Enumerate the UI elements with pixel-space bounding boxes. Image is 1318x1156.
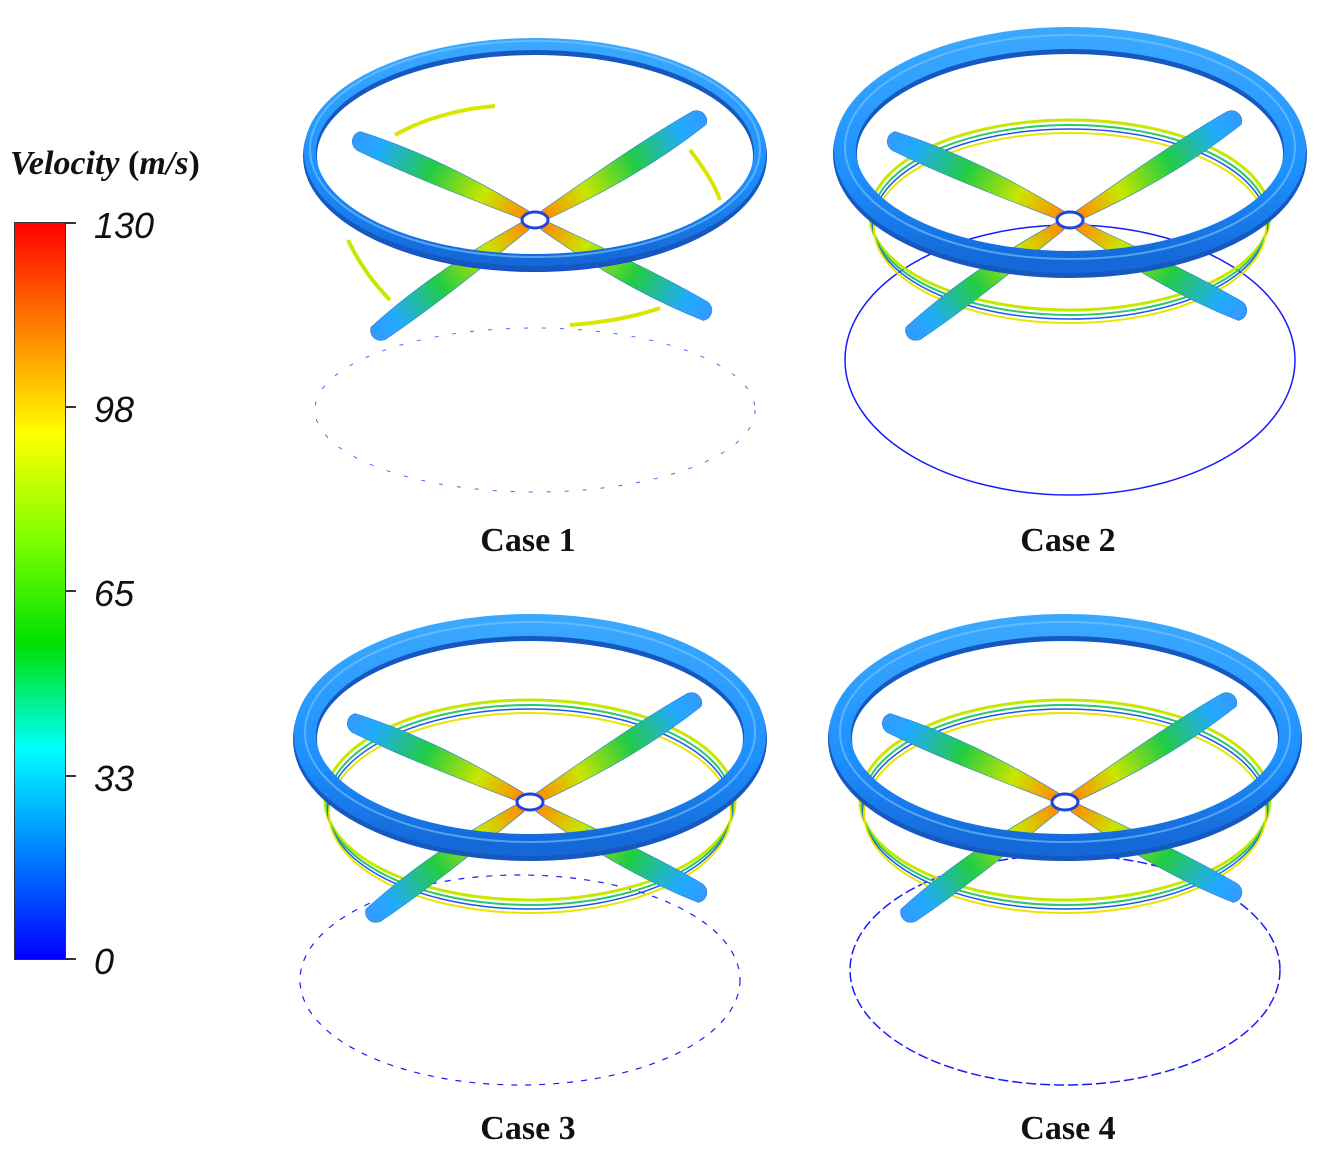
tip-vortex-arc	[569, 306, 661, 327]
case-1-label: Case 1	[480, 522, 576, 559]
case-1-rotor-visualization	[303, 38, 767, 493]
tip-vortex-arc	[688, 148, 722, 201]
rotor-blades	[887, 110, 1248, 341]
legend-title-quantity: Velocity	[10, 145, 120, 182]
blade-1	[882, 713, 1059, 803]
rotor-blades	[882, 692, 1243, 923]
blade-surface	[352, 131, 529, 221]
blade-2	[1076, 110, 1243, 221]
legend-title-unit-wrap: (m/s)	[128, 145, 200, 182]
rotor-hub	[1050, 792, 1080, 812]
tip-vortex-ring	[328, 712, 732, 914]
wake-vortex-ring	[314, 327, 756, 493]
case-2-label: Case 2	[1020, 522, 1116, 559]
duct-ring-highlight	[309, 40, 761, 258]
colorbar-tick-98	[66, 406, 76, 408]
colorbar-tick-65	[66, 590, 76, 592]
tip-vortex-ring	[861, 704, 1269, 906]
case-2-rotor-visualization	[833, 27, 1307, 496]
colorbar-tick-33	[66, 775, 76, 777]
blade-surface	[347, 713, 524, 803]
blade-surface	[536, 692, 703, 803]
rotor-blades	[352, 110, 713, 341]
tip-vortex-ring	[863, 712, 1267, 914]
case-3-label: Case 3	[480, 1110, 576, 1147]
wake-vortex-ring	[299, 874, 741, 1086]
blade-2	[1071, 692, 1238, 803]
rotor-hub	[520, 210, 550, 230]
duct-ring-highlight	[844, 34, 1296, 260]
blade-2	[541, 110, 708, 221]
blade-1	[887, 131, 1064, 221]
tip-vortex-ring	[327, 708, 733, 910]
tip-vortex-arc	[346, 239, 392, 302]
colorbar-label-98: 98	[94, 389, 135, 430]
blade-1	[347, 713, 524, 803]
blade-surface	[887, 131, 1064, 221]
tip-vortex-ring	[872, 128, 1268, 320]
colorbar-label-65: 65	[94, 573, 135, 614]
rotor-hub	[1055, 210, 1085, 230]
colorbar-tick-0	[66, 958, 76, 960]
tip-vortex-ring	[326, 704, 734, 906]
tip-vortex-arc	[394, 104, 496, 137]
colorbar-tick-130	[66, 222, 76, 224]
blade-1	[352, 131, 529, 221]
blade-2	[536, 692, 703, 803]
blade-surface	[1071, 692, 1238, 803]
blade-surface	[882, 713, 1059, 803]
legend-title-unit: m/s	[139, 145, 189, 182]
velocity-colorbar	[14, 222, 66, 960]
tip-vortex-ring	[862, 708, 1268, 910]
legend-title: Velocity (m/s)	[10, 145, 200, 183]
colorbar-label-max: 130	[94, 205, 155, 246]
blade-surface	[541, 110, 708, 221]
rotor-hub	[515, 792, 545, 812]
colorbar-label-33: 33	[94, 758, 135, 799]
case-4-label: Case 4	[1020, 1110, 1116, 1147]
duct-ring-highlight	[839, 621, 1291, 843]
duct-ring-highlight	[304, 621, 756, 843]
case-3-rotor-visualization	[293, 614, 767, 1086]
case-4-rotor-visualization	[828, 614, 1302, 1086]
tip-vortex-ring	[873, 132, 1267, 324]
colorbar-label-min: 0	[94, 941, 115, 982]
blade-surface	[1076, 110, 1243, 221]
wake-vortex-ring	[849, 854, 1281, 1086]
